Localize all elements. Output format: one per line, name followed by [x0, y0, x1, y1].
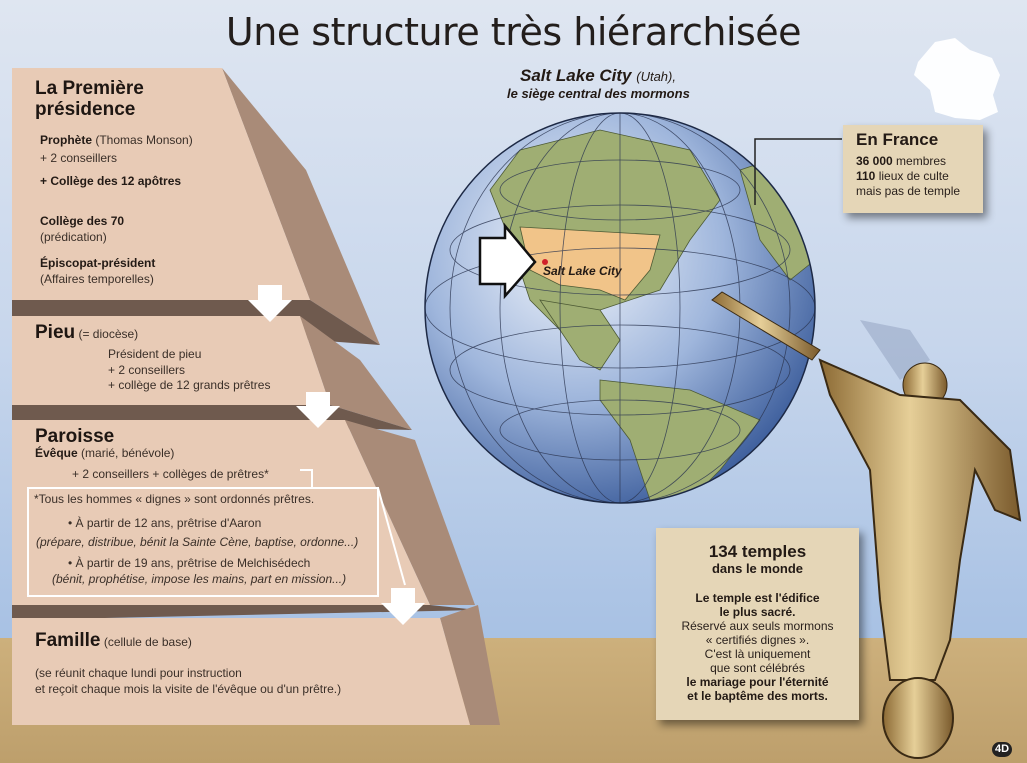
pieu-line2: + 2 conseillers [108, 363, 186, 377]
melchisedech: • À partir de 19 ans, prêtrise de Melchi… [68, 556, 311, 570]
college-12: + Collège des 12 apôtres [40, 174, 182, 188]
level3-title: Paroisse [35, 426, 115, 447]
pieu-line1: Président de pieu [108, 347, 202, 361]
famille-line2: et reçoit chaque mois la visite de l'évê… [35, 682, 342, 696]
temples-l3: C'est là uniquement [704, 647, 811, 661]
angel-moroni-statue [711, 291, 1022, 759]
arrow-down-icon [248, 285, 292, 322]
places-label: lieux de culte [878, 169, 949, 183]
temples-l4: que sont célébrés [710, 661, 805, 675]
map-label: Salt Lake City [543, 264, 622, 278]
city-subtitle: le siège central des mormons [507, 86, 690, 101]
down-arrows [248, 285, 425, 625]
famille-line1: (se réunit chaque lundi pour instruction [35, 666, 242, 680]
level4-title: Famille [35, 630, 101, 651]
aaron-note: (prépare, distribue, bénit la Sainte Cèn… [36, 535, 359, 549]
prophete-note: (Thomas Monson) [95, 133, 193, 147]
arrow-down-icon [296, 392, 340, 428]
temples-l1: Réservé aux seuls mormons [681, 619, 834, 633]
temples-bold3: le mariage pour l'éternité [686, 675, 829, 689]
temples-subtitle: dans le monde [711, 561, 804, 576]
no-temple: mais pas de temple [856, 184, 961, 198]
france-map [914, 38, 1000, 120]
pyramid-level-4 [12, 605, 500, 725]
prophete: Prophète [40, 133, 93, 147]
france-title: En France [856, 130, 939, 149]
eveque: Évêque [35, 446, 78, 460]
level2-title: Pieu [35, 322, 76, 343]
level4-note: (cellule de base) [103, 635, 192, 649]
places-count: 110 [856, 169, 876, 183]
city-name: Salt Lake City [520, 66, 632, 85]
conseillers: + 2 conseillers [40, 151, 118, 165]
college-70-note: (prédication) [40, 230, 107, 244]
city-heading: Salt Lake City (Utah), [520, 66, 676, 86]
france-box: En France 36 000 membres 110 lieux de cu… [843, 125, 983, 213]
paroisse-line1: + 2 conseillers + collèges de prêtres* [72, 467, 269, 481]
episcopat-note: (Affaires temporelles) [40, 272, 154, 286]
pyramid-level-3 [12, 420, 478, 620]
temples-box: 134 temples dans le monde Le temple est … [656, 528, 859, 720]
level2-note: (= diocèse) [78, 327, 139, 341]
temples-bold2: le plus sacré. [719, 605, 796, 619]
temples-l2: « certifiés dignes ». [705, 633, 810, 647]
city-state: (Utah), [636, 69, 676, 84]
episcopat: Épiscopat-président [40, 256, 156, 270]
pointer-arrow-icon [478, 222, 537, 300]
level1-title-1: La Première [35, 78, 144, 99]
temples-title: 134 temples [708, 542, 807, 561]
pieu-line3: + collège de 12 grands prêtres [108, 378, 271, 392]
melchisedech-note: (bénit, prophétise, impose les mains, pa… [52, 572, 347, 586]
level1-title-2: présidence [35, 99, 136, 120]
temples-bold4: et le baptême des morts. [687, 689, 828, 703]
members-count: 36 000 [856, 154, 893, 168]
page-title: Une structure très hiérarchisée [225, 10, 802, 54]
members-label: membres [896, 154, 947, 168]
globe [424, 112, 816, 504]
arrow-down-icon [381, 588, 425, 625]
eveque-note: (marié, bénévole) [81, 446, 175, 460]
city-marker [542, 259, 548, 265]
temples-bold1: Le temple est l'édifice [695, 591, 820, 605]
credit-logo: 4D [992, 742, 1013, 757]
footnote: *Tous les hommes « dignes » sont ordonné… [34, 492, 315, 506]
aaron: • À partir de 12 ans, prêtrise d'Aaron [68, 516, 262, 530]
college-70: Collège des 70 [40, 214, 125, 228]
